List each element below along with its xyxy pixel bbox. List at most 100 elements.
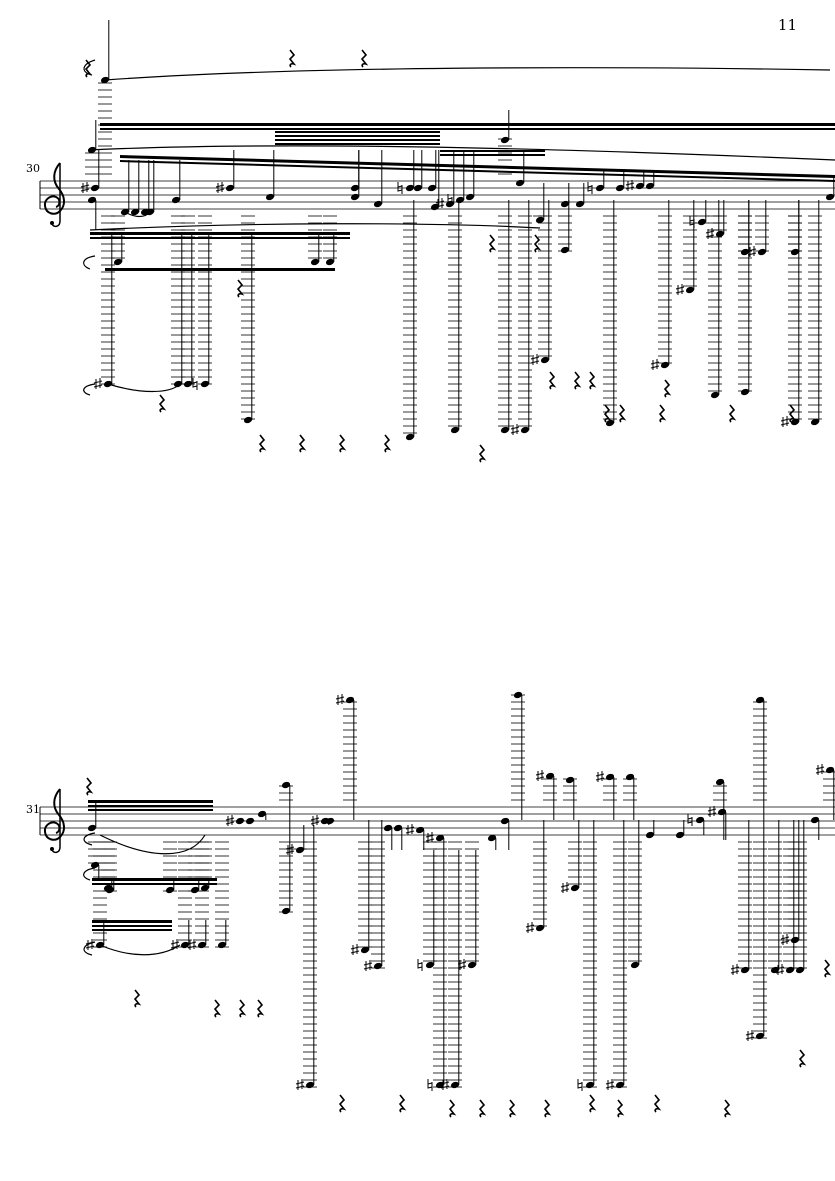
quarter-rest-icon	[239, 999, 245, 1018]
measure-number-31: 31	[26, 803, 40, 816]
note-head	[615, 184, 625, 192]
sharp-icon	[650, 358, 660, 371]
quarter-rest-icon	[86, 777, 92, 796]
note-head	[305, 1081, 315, 1089]
note-head	[373, 200, 383, 208]
note-head	[243, 416, 253, 424]
sharp-icon	[335, 693, 345, 706]
quarter-rest-icon	[259, 434, 265, 453]
note-head	[755, 696, 765, 704]
quarter-rest-icon	[729, 404, 735, 423]
noteheads-2	[87, 691, 835, 1089]
note-head	[87, 146, 97, 154]
note-head	[605, 419, 615, 427]
quarter-rest-icon	[134, 989, 140, 1008]
sharp-icon	[535, 769, 545, 782]
note-head	[217, 941, 227, 949]
note-head	[467, 961, 477, 969]
note-head	[675, 831, 685, 839]
quarter-rest-icon	[589, 1094, 595, 1113]
note-head	[105, 886, 115, 894]
note-head	[350, 184, 360, 192]
sharp-icon	[350, 943, 360, 956]
sharp-icon	[405, 823, 415, 836]
note-head	[615, 1081, 625, 1089]
sharp-icon	[530, 353, 540, 366]
note-head	[785, 966, 795, 974]
note-head	[645, 831, 655, 839]
slurs-2	[83, 832, 206, 956]
ledger-lines-2	[88, 694, 835, 1088]
note-head	[560, 200, 570, 208]
natural-icon	[577, 1078, 583, 1092]
note-head	[87, 196, 97, 204]
sharp-icon	[310, 814, 320, 827]
quarter-rest-icon	[534, 234, 540, 253]
note-head	[430, 203, 440, 211]
sharp-icon	[730, 963, 740, 976]
note-head	[500, 817, 510, 825]
quarter-rest-icon	[604, 404, 610, 423]
system-1	[39, 20, 835, 463]
note-head	[560, 246, 570, 254]
note-head	[95, 941, 105, 949]
note-head	[180, 941, 190, 949]
sharp-icon	[510, 423, 520, 436]
note-head	[325, 258, 335, 266]
note-head	[790, 418, 800, 426]
quarter-rest-icon	[509, 1099, 515, 1118]
note-head	[393, 824, 403, 832]
note-head	[740, 966, 750, 974]
sharp-icon	[215, 181, 225, 194]
noteheads-1	[87, 76, 835, 441]
note-head	[350, 193, 360, 201]
note-head	[500, 426, 510, 434]
sharp-icon	[295, 1078, 305, 1091]
quarter-rest-icon	[237, 279, 243, 298]
sharp-icon	[93, 377, 103, 390]
quarter-rest-icon	[361, 49, 367, 68]
note-head	[190, 886, 200, 894]
sharp-icon	[675, 283, 685, 296]
note-head	[635, 182, 645, 190]
natural-icon	[427, 1078, 433, 1092]
note-head	[535, 924, 545, 932]
note-head	[425, 961, 435, 969]
quarter-rest-icon	[339, 1094, 345, 1113]
beams-1	[90, 123, 835, 271]
sharp-icon	[707, 805, 717, 818]
quarter-rest-icon	[257, 999, 263, 1018]
note-head	[435, 834, 445, 842]
note-head	[281, 781, 291, 789]
note-head	[695, 816, 705, 824]
note-head	[790, 248, 800, 256]
note-head	[310, 258, 320, 266]
note-head	[360, 946, 370, 954]
quarter-rest-icon	[617, 1099, 623, 1118]
quarter-rest-icon	[384, 434, 390, 453]
quarter-rest-icon	[619, 404, 625, 423]
note-head	[405, 184, 415, 192]
system-2	[39, 691, 835, 1118]
note-head	[90, 861, 100, 869]
note-head	[225, 184, 235, 192]
quarter-rest-icon	[399, 1094, 405, 1113]
sharp-icon	[225, 814, 235, 827]
note-head	[265, 193, 275, 201]
note-head	[795, 966, 805, 974]
ledger-lines-1	[85, 82, 822, 434]
note-head	[257, 810, 267, 818]
note-head	[281, 907, 291, 915]
sharp-icon	[560, 881, 570, 894]
note-head	[245, 817, 255, 825]
note-head	[697, 218, 707, 226]
quarter-rest-icon	[824, 959, 830, 978]
note-head	[565, 776, 575, 784]
note-head	[100, 76, 110, 84]
quarter-rest-icon	[489, 234, 495, 253]
note-head	[197, 941, 207, 949]
note-head	[413, 184, 423, 192]
natural-icon	[687, 813, 693, 827]
note-head	[755, 1032, 765, 1040]
